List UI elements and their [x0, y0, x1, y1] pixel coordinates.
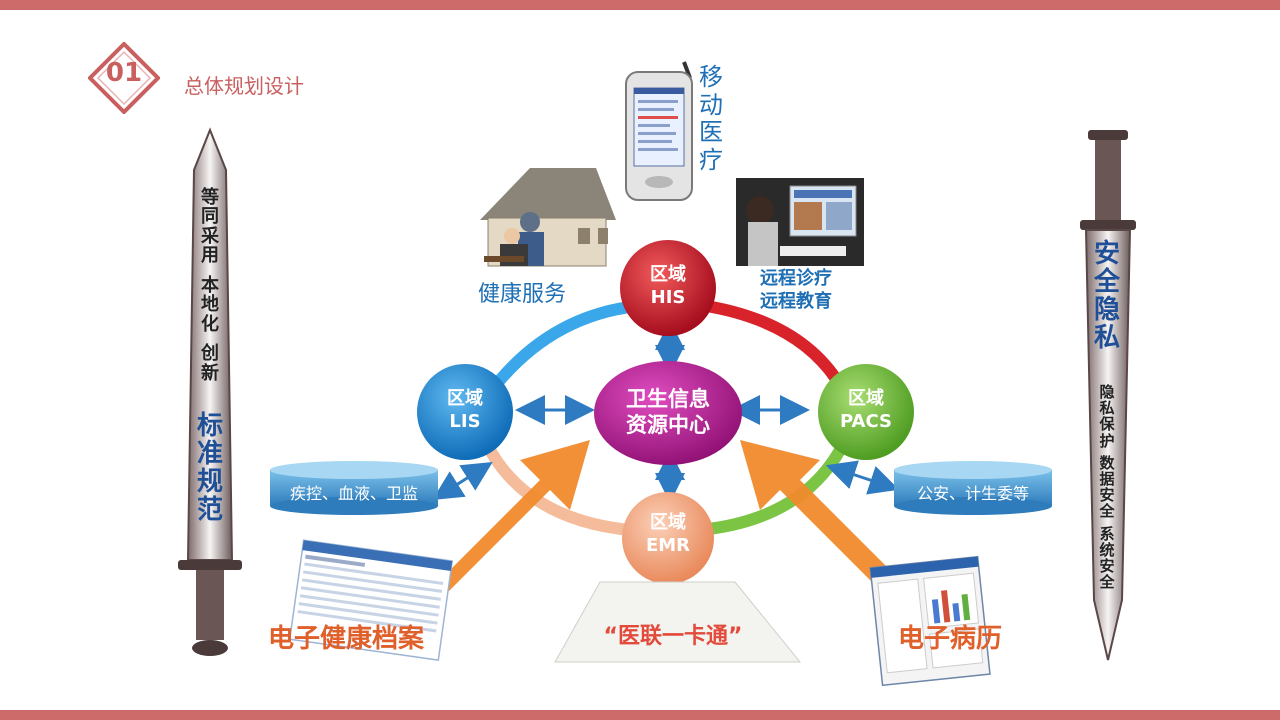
left-sword-text: 等 同 采 用 本 地 化 创 新	[201, 187, 219, 384]
node-his	[620, 240, 716, 336]
mobile-phone-illustration	[625, 61, 693, 201]
left-sword-title: 标 准 规 范	[196, 411, 223, 526]
section-title: 总体规划设计	[184, 74, 304, 98]
connector-arrows	[432, 320, 900, 503]
node-center-label: 卫生信息资源中心	[626, 387, 710, 438]
section-badge-diamond	[88, 42, 160, 114]
top-accent-bar	[0, 0, 1280, 10]
health-service-label: 健康服务	[478, 282, 567, 307]
right-sword-title: 安 全 隐 私	[1093, 239, 1120, 354]
remote-service-label: 远程诊疗 远程教育	[760, 268, 832, 312]
node-center	[594, 361, 742, 465]
database-right-label: 公安、计生委等	[916, 484, 1029, 503]
house-illustration	[480, 168, 616, 267]
card-base	[554, 581, 802, 663]
node-emr	[622, 492, 714, 584]
node-pacs	[818, 364, 914, 460]
ehr-label: 电子健康档案	[268, 624, 425, 654]
right-sword	[1080, 130, 1136, 661]
medical-card-label: “医联一卡通”	[603, 624, 743, 649]
database-left	[270, 461, 438, 515]
section-number: 01	[105, 58, 143, 88]
ehr-screenshot	[288, 539, 454, 661]
emr-screenshot	[869, 555, 991, 687]
right-sword-text: 隐 私 保 护 数 据 安 全 系 统 安 全	[1099, 383, 1115, 592]
database-left-label: 疾控、血液、卫监	[289, 484, 418, 503]
database-right	[894, 461, 1052, 515]
remote-consultation-photo	[736, 178, 864, 266]
mobile-health-label: 移 动 医 疗	[699, 63, 723, 174]
node-lis	[417, 364, 513, 460]
emr-label: 电子病历	[898, 624, 1003, 654]
left-sword	[178, 127, 242, 656]
bottom-accent-bar	[0, 710, 1280, 720]
